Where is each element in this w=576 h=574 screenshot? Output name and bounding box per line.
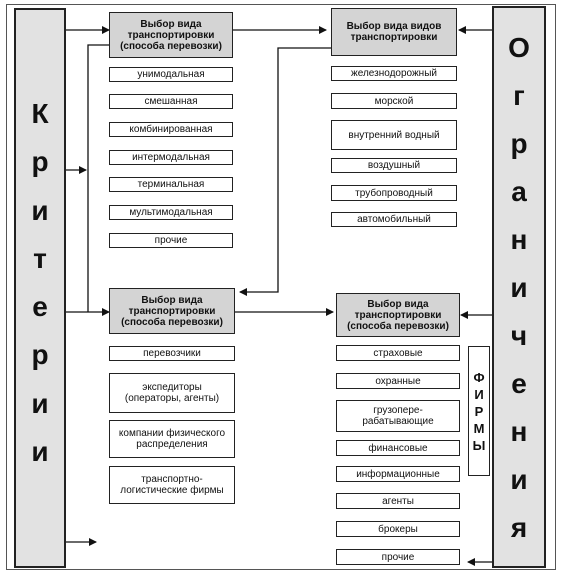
limitations-letter: и [510,272,528,303]
limitations-letter: г [513,80,525,111]
firms-letter: И [474,386,484,402]
transport-method-item: унимодальная [109,67,233,82]
services-header: Выбор вида транспортировки (способа пере… [336,293,460,337]
limitations-letter: и [510,464,528,495]
criteria-letter: и [31,435,49,467]
criteria-letter: и [31,194,49,226]
firms-label: Ф И Р М Ы [468,346,490,476]
firms-letter: Р [474,403,484,419]
transport-type-item: внутренний водный [331,120,457,150]
limitations-letter: н [510,416,528,447]
limitations-letter: а [511,176,527,207]
carrier-item: перевозчики [109,346,235,361]
criteria-letter: К [31,98,49,130]
limitations-sidebar: О г р а н и ч е н и я [492,6,546,568]
diagram-frame [6,4,556,570]
firms-letter: Ф [473,369,485,385]
transport-type-item: железнодорожный [331,66,457,81]
carrier-item: транспортно-логистические фирмы [109,466,235,504]
transport-type-item: трубопроводный [331,185,457,201]
transport-method-item: комбинированная [109,122,233,137]
firms-letter: М [473,420,485,436]
services-item: финансовые [336,440,460,456]
criteria-letter: т [33,242,47,274]
limitations-letter: н [510,224,528,255]
services-item: агенты [336,493,460,509]
services-item: прочие [336,549,460,565]
services-item: охранные [336,373,460,389]
services-item: страховые [336,345,460,361]
connector-top-right-to-bottom-left [239,47,331,296]
criteria-letter: р [31,339,49,371]
limitations-letter: я [510,512,528,543]
connector-left-vertical [87,44,109,312]
transport-method-header: Выбор вида транспортировки (способа пере… [109,12,233,58]
limitations-letter: О [508,32,530,63]
transport-method-item: прочие [109,233,233,248]
carrier-selection-header: Выбор вида транспортировки (способа пере… [109,288,235,334]
criteria-letter: е [32,291,48,323]
criteria-letter: и [31,387,49,419]
transport-method-item: терминальная [109,177,233,192]
criteria-sidebar: К р и т е р и и [14,8,66,568]
limitations-letter: р [510,128,528,159]
services-item: грузопере-рабатывающие [336,400,460,432]
carrier-item: компании физического распределения [109,420,235,458]
firms-letter: Ы [472,437,486,453]
transport-method-item: мультимодальная [109,205,233,220]
transport-type-item: автомобильный [331,212,457,227]
limitations-letter: ч [510,320,528,351]
transport-method-item: смешанная [109,94,233,109]
services-item: информационные [336,466,460,482]
transport-type-item: воздушный [331,158,457,173]
transport-type-header: Выбор вида видов транспортировки [331,8,457,56]
criteria-letter: р [31,146,49,178]
limitations-letter: е [511,368,527,399]
carrier-item: экспедиторы (операторы, агенты) [109,373,235,413]
services-item: брокеры [336,521,460,537]
transport-method-item: интермодальная [109,150,233,165]
transport-type-item: морской [331,93,457,109]
